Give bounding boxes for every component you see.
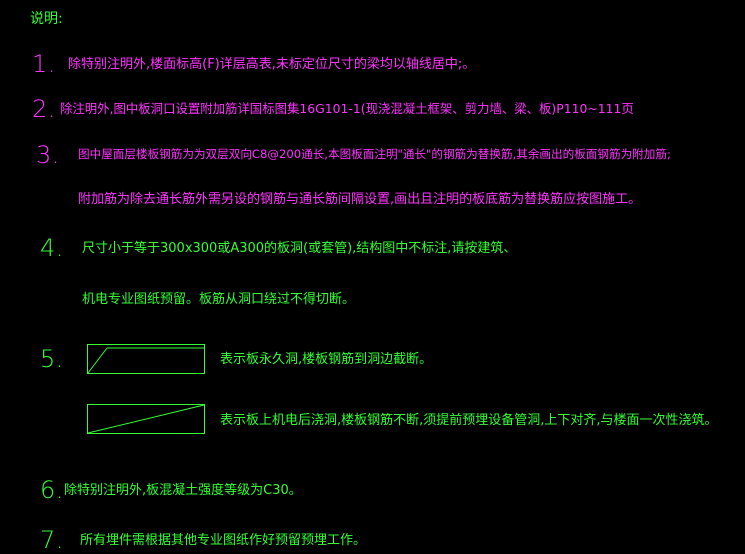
permanent-hole-legend-text: 表示板永久洞,楼板钢筋到洞边截断。 — [220, 352, 433, 367]
notes-title: 说明: — [30, 11, 63, 27]
post-cast-hole-symbol — [87, 404, 205, 434]
note-6-text: 除特别注明外,板混凝土强度等级为C30。 — [64, 483, 302, 498]
note-4-text-line-2: 机电专业图纸预留。板筋从洞口绕过不得切断。 — [82, 292, 356, 307]
note-2-text: 除注明外,图中板洞口设置附加筋详国标图集16G101-1(现浇混凝土框架、剪力墙… — [60, 101, 634, 116]
post-cast-hole-legend-text: 表示板上机电后浇洞,楼板钢筋不断,须提前预埋设备管洞,上下对齐,与楼面一次性浇筑… — [220, 413, 718, 428]
note-3-number: 3. — [36, 141, 60, 169]
note-4-text-line-1: 尺寸小于等于300x300或A300的板洞(或套管),结构图中不标注,请按建筑、 — [82, 241, 517, 256]
note-1-text: 除特别注明外,楼面标高(F)详层高表,未标定位尺寸的梁均以轴线居中;。 — [68, 57, 476, 72]
note-3-text-line-1: 图中屋面层楼板钢筋为为双层双向C8@200通长,本图板面注明"通长"的钢筋为替换… — [78, 147, 671, 161]
note-7-number: 7. — [40, 526, 64, 554]
note-7-text: 所有埋件需根据其他专业图纸作好预留预埋工作。 — [80, 533, 367, 548]
permanent-hole-symbol — [87, 344, 205, 374]
note-4-number: 4. — [40, 234, 64, 262]
note-3-text-line-2: 附加筋为除去通长筋外需另设的钢筋与通长筋间隔设置,画出且注明的板底筋为替换筋应按… — [78, 192, 642, 207]
note-5-number: 5. — [40, 345, 64, 373]
note-2-number: 2. — [32, 95, 56, 123]
note-1-number: 1. — [32, 50, 56, 78]
note-6-number: 6. — [40, 476, 64, 504]
